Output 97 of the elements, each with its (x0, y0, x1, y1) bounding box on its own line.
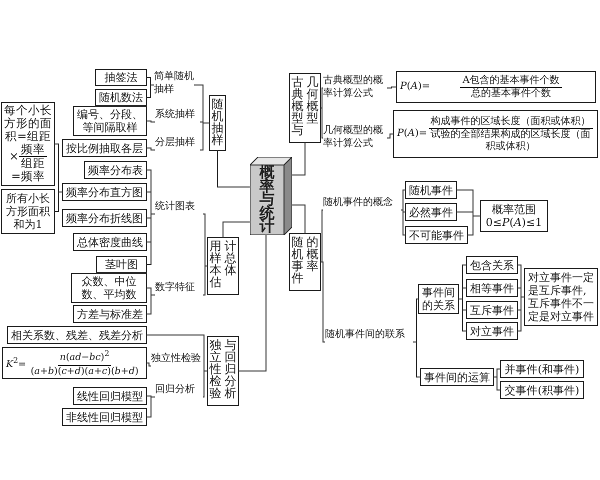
connector-line (320, 262, 326, 342)
branch-label: 独立性检验 (151, 352, 204, 366)
connector-line (518, 288, 524, 298)
topic-box: 相等事件 (466, 279, 518, 297)
topic-box (480, 200, 548, 232)
branch-label: 随机事件的概念 (323, 196, 401, 210)
fraction-denominator: 试验的全部结果构成的区域长度（面积或体积） (430, 128, 592, 152)
topic-box: 茎叶图 (96, 256, 147, 273)
connector-line (146, 120, 156, 122)
topic-box: 随机事件 (405, 181, 457, 199)
branch-label: 系统抽样 (155, 108, 200, 122)
topic-box: 频率分布折线图 (62, 209, 147, 227)
branch-label: 回归分析 (155, 383, 203, 397)
topic-box: 随机数法 (95, 89, 147, 106)
formula-lhs: P(A)= (397, 128, 428, 140)
topic-box: 线性回归模型 (73, 387, 147, 405)
branch-label: 统计图表 (155, 200, 203, 214)
connector-line (292, 142, 306, 176)
topic-box: 并事件(和事件) (500, 360, 584, 378)
box-text: 每个小长方形的面积=组距 (4, 104, 52, 143)
connector-line (238, 234, 266, 372)
connector-line (400, 210, 406, 236)
box-text: 0≤P(A)≤1 (486, 216, 542, 229)
connector-line (458, 298, 466, 332)
fraction-numerator: 频率 (18, 143, 47, 157)
topic-box: 频率分布表 (84, 161, 147, 179)
connector-line (320, 88, 324, 108)
formula-box (393, 110, 598, 158)
topic-box: 对立事件一定是互斥事件,互斥事件不一定是对立事件 (524, 268, 598, 326)
topic-box: 交事件(积事件) (500, 381, 584, 399)
fraction-numerator: A包含的基本事件个数 (460, 74, 562, 88)
fraction-denominator: 组距 (20, 157, 46, 170)
topic-box: 对立事件 (466, 322, 518, 340)
branch-label: 古典概型的概率计算公式 (323, 74, 387, 102)
topic-box: 包含关系 (466, 256, 518, 274)
topic-box: 抽签法 (95, 69, 147, 86)
topic-box: 事件间的运算 (420, 368, 494, 386)
connector-line (222, 222, 250, 238)
connector-line (146, 362, 152, 366)
connector-line (320, 210, 324, 262)
topic-box: 所有小长方形面积和为1 (1, 189, 55, 234)
connector-line (146, 294, 156, 314)
formula-lhs: K$^{2}$= (6, 354, 26, 372)
fraction-denominator: (a+b)(c+d)(a+c)(b+d) (30, 366, 140, 378)
formula-box (396, 71, 596, 103)
branch-label: 简单随机抽样 (154, 70, 194, 100)
connector-line (54, 192, 62, 212)
fraction-numerator: 构成事件的区域长度（面积或体积） (428, 116, 593, 128)
connector-line (146, 148, 156, 150)
topic-box: 众数、中位数、平均数 (71, 273, 147, 303)
connector-line (412, 342, 420, 378)
connector-line (146, 84, 154, 98)
topic-box: 古典概型与几何概型 (289, 73, 321, 143)
connector-line (386, 134, 394, 138)
formula-box (2, 347, 147, 379)
formula-lhs: P(A)= (400, 81, 430, 93)
connector-line (320, 108, 324, 138)
connector-line (202, 266, 208, 296)
topic-box: 随机事件的概率 (289, 233, 321, 291)
fraction-numerator: n(ad−bc)$^{2}$ (58, 348, 112, 366)
topic-box: 按比例抽取各层 (62, 139, 147, 157)
connector-line (494, 376, 500, 390)
multiply-sign: × (9, 150, 19, 163)
connector-line (518, 296, 524, 332)
connector-line (292, 204, 306, 234)
topic-box: 编号、分段、等间隔取样 (73, 106, 147, 136)
topic-box: 频率分布直方图 (62, 183, 147, 201)
branch-label: 数字特征 (155, 281, 203, 295)
box-text: =频率 (11, 170, 45, 183)
topic-box: 事件间的关系 (418, 284, 459, 314)
fraction-denominator: 总的基本事件个数 (470, 88, 552, 100)
topic-box: 互斥事件 (466, 301, 518, 319)
connector-line (386, 86, 396, 88)
topic-box: 非线性回归模型 (62, 408, 147, 426)
connector-line (146, 214, 156, 265)
branch-label: 分层抽样 (155, 136, 200, 150)
topic-box: 不可能事件 (405, 226, 468, 244)
connector-line (200, 122, 210, 150)
connector-line (202, 214, 208, 266)
connector-line (202, 370, 208, 398)
connector-line (468, 216, 480, 236)
connector-line (494, 368, 500, 378)
text-box (1, 102, 55, 186)
topic-box: 独立性检验与回归分析 (207, 336, 239, 406)
connector-line (217, 150, 250, 188)
topic-box: 用样本估计总体 (207, 237, 239, 295)
branch-label: 随机事件间的联系 (325, 328, 413, 342)
topic-box: 随机抽样 (209, 95, 226, 151)
topic-box: 必然事件 (405, 203, 457, 221)
branch-label: 几何概型的概率计算公式 (323, 124, 387, 152)
topic-box: 相关系数、残差、残差分析 (7, 326, 147, 344)
connector-line (146, 396, 156, 418)
connector-line (204, 366, 208, 372)
connector-line (400, 190, 406, 210)
topic-box: 方差与标准差 (73, 305, 147, 323)
box-text: 概率范围 (492, 203, 536, 216)
topic-box: 总体密度曲线 (73, 233, 147, 251)
